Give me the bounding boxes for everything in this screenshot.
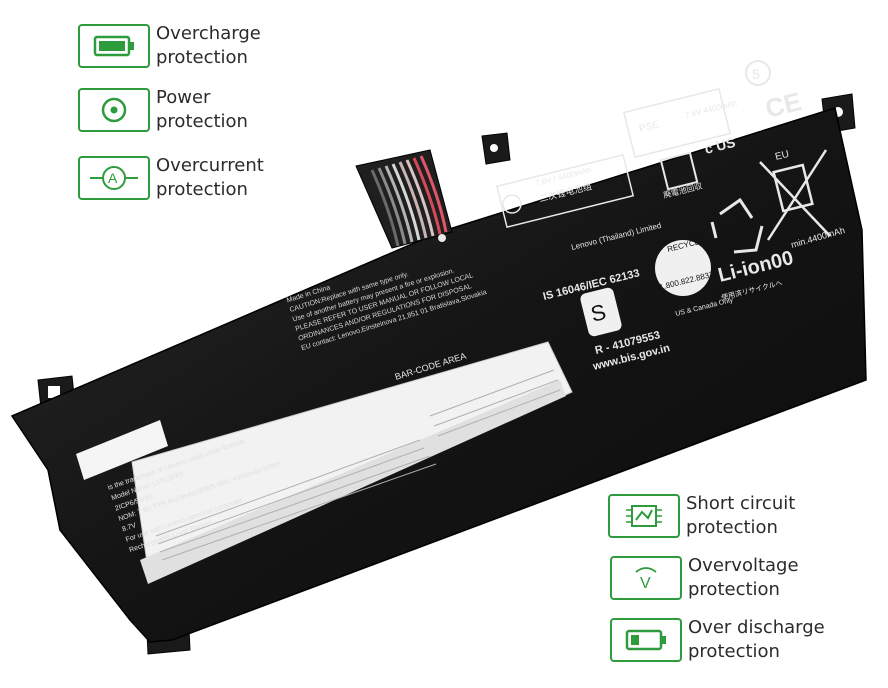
feature-short-circuit: Short circuit protection bbox=[608, 492, 795, 540]
power-circle-icon bbox=[78, 88, 150, 132]
ce-mark: CE bbox=[762, 86, 804, 124]
feature-label-line2: protection bbox=[688, 641, 780, 662]
feature-label-line2: protection bbox=[156, 179, 248, 200]
feature-label-line1: Over discharge bbox=[688, 617, 825, 638]
svg-text:PSE: PSE bbox=[638, 119, 660, 135]
svg-text:8.7V: 8.7V bbox=[121, 522, 137, 533]
svg-text:5: 5 bbox=[752, 66, 760, 82]
feature-label-line1: Short circuit bbox=[686, 493, 796, 514]
feature-label-line1: Overcharge bbox=[156, 23, 261, 44]
svg-text:V: V bbox=[640, 575, 651, 592]
feature-label-line2: protection bbox=[688, 579, 780, 600]
svg-text:A: A bbox=[108, 170, 118, 186]
feature-label-line2: protection bbox=[156, 47, 248, 68]
svg-text:S: S bbox=[588, 299, 608, 327]
weee-bin-icon bbox=[759, 149, 831, 241]
battery-pack: 5 PSE 7.6V 4400mAh CE c US EU min.4400mA… bbox=[10, 60, 867, 655]
recycle-arrows-icon bbox=[710, 197, 764, 254]
feature-label-line1: Power bbox=[156, 87, 211, 108]
feature-label-line2: protection bbox=[156, 111, 248, 132]
battery-low-icon bbox=[610, 618, 682, 662]
svg-text:7.6V 4400mAh: 7.6V 4400mAh bbox=[684, 98, 738, 120]
feature-overcharge: Overcharge protection bbox=[78, 22, 261, 70]
feature-over-discharge: Over discharge protection bbox=[610, 616, 825, 664]
connector-wires bbox=[370, 155, 448, 247]
fine-print-lines bbox=[155, 369, 561, 561]
feature-label-line2: protection bbox=[686, 517, 778, 538]
feature-overvoltage: V Overvoltage protection bbox=[610, 554, 799, 602]
feature-power: Power protection bbox=[78, 86, 248, 134]
feature-label-line1: Overvoltage bbox=[688, 555, 799, 576]
voltage-icon: V bbox=[610, 556, 682, 600]
circuit-board-icon bbox=[608, 494, 680, 538]
ampere-icon: A bbox=[78, 156, 150, 200]
battery-full-icon bbox=[78, 24, 150, 68]
feature-label-line1: Overcurrent bbox=[156, 155, 264, 176]
svg-text:c US: c US bbox=[703, 134, 737, 157]
svg-text:EU: EU bbox=[774, 149, 790, 163]
feature-overcurrent: A Overcurrent protection bbox=[78, 154, 264, 202]
